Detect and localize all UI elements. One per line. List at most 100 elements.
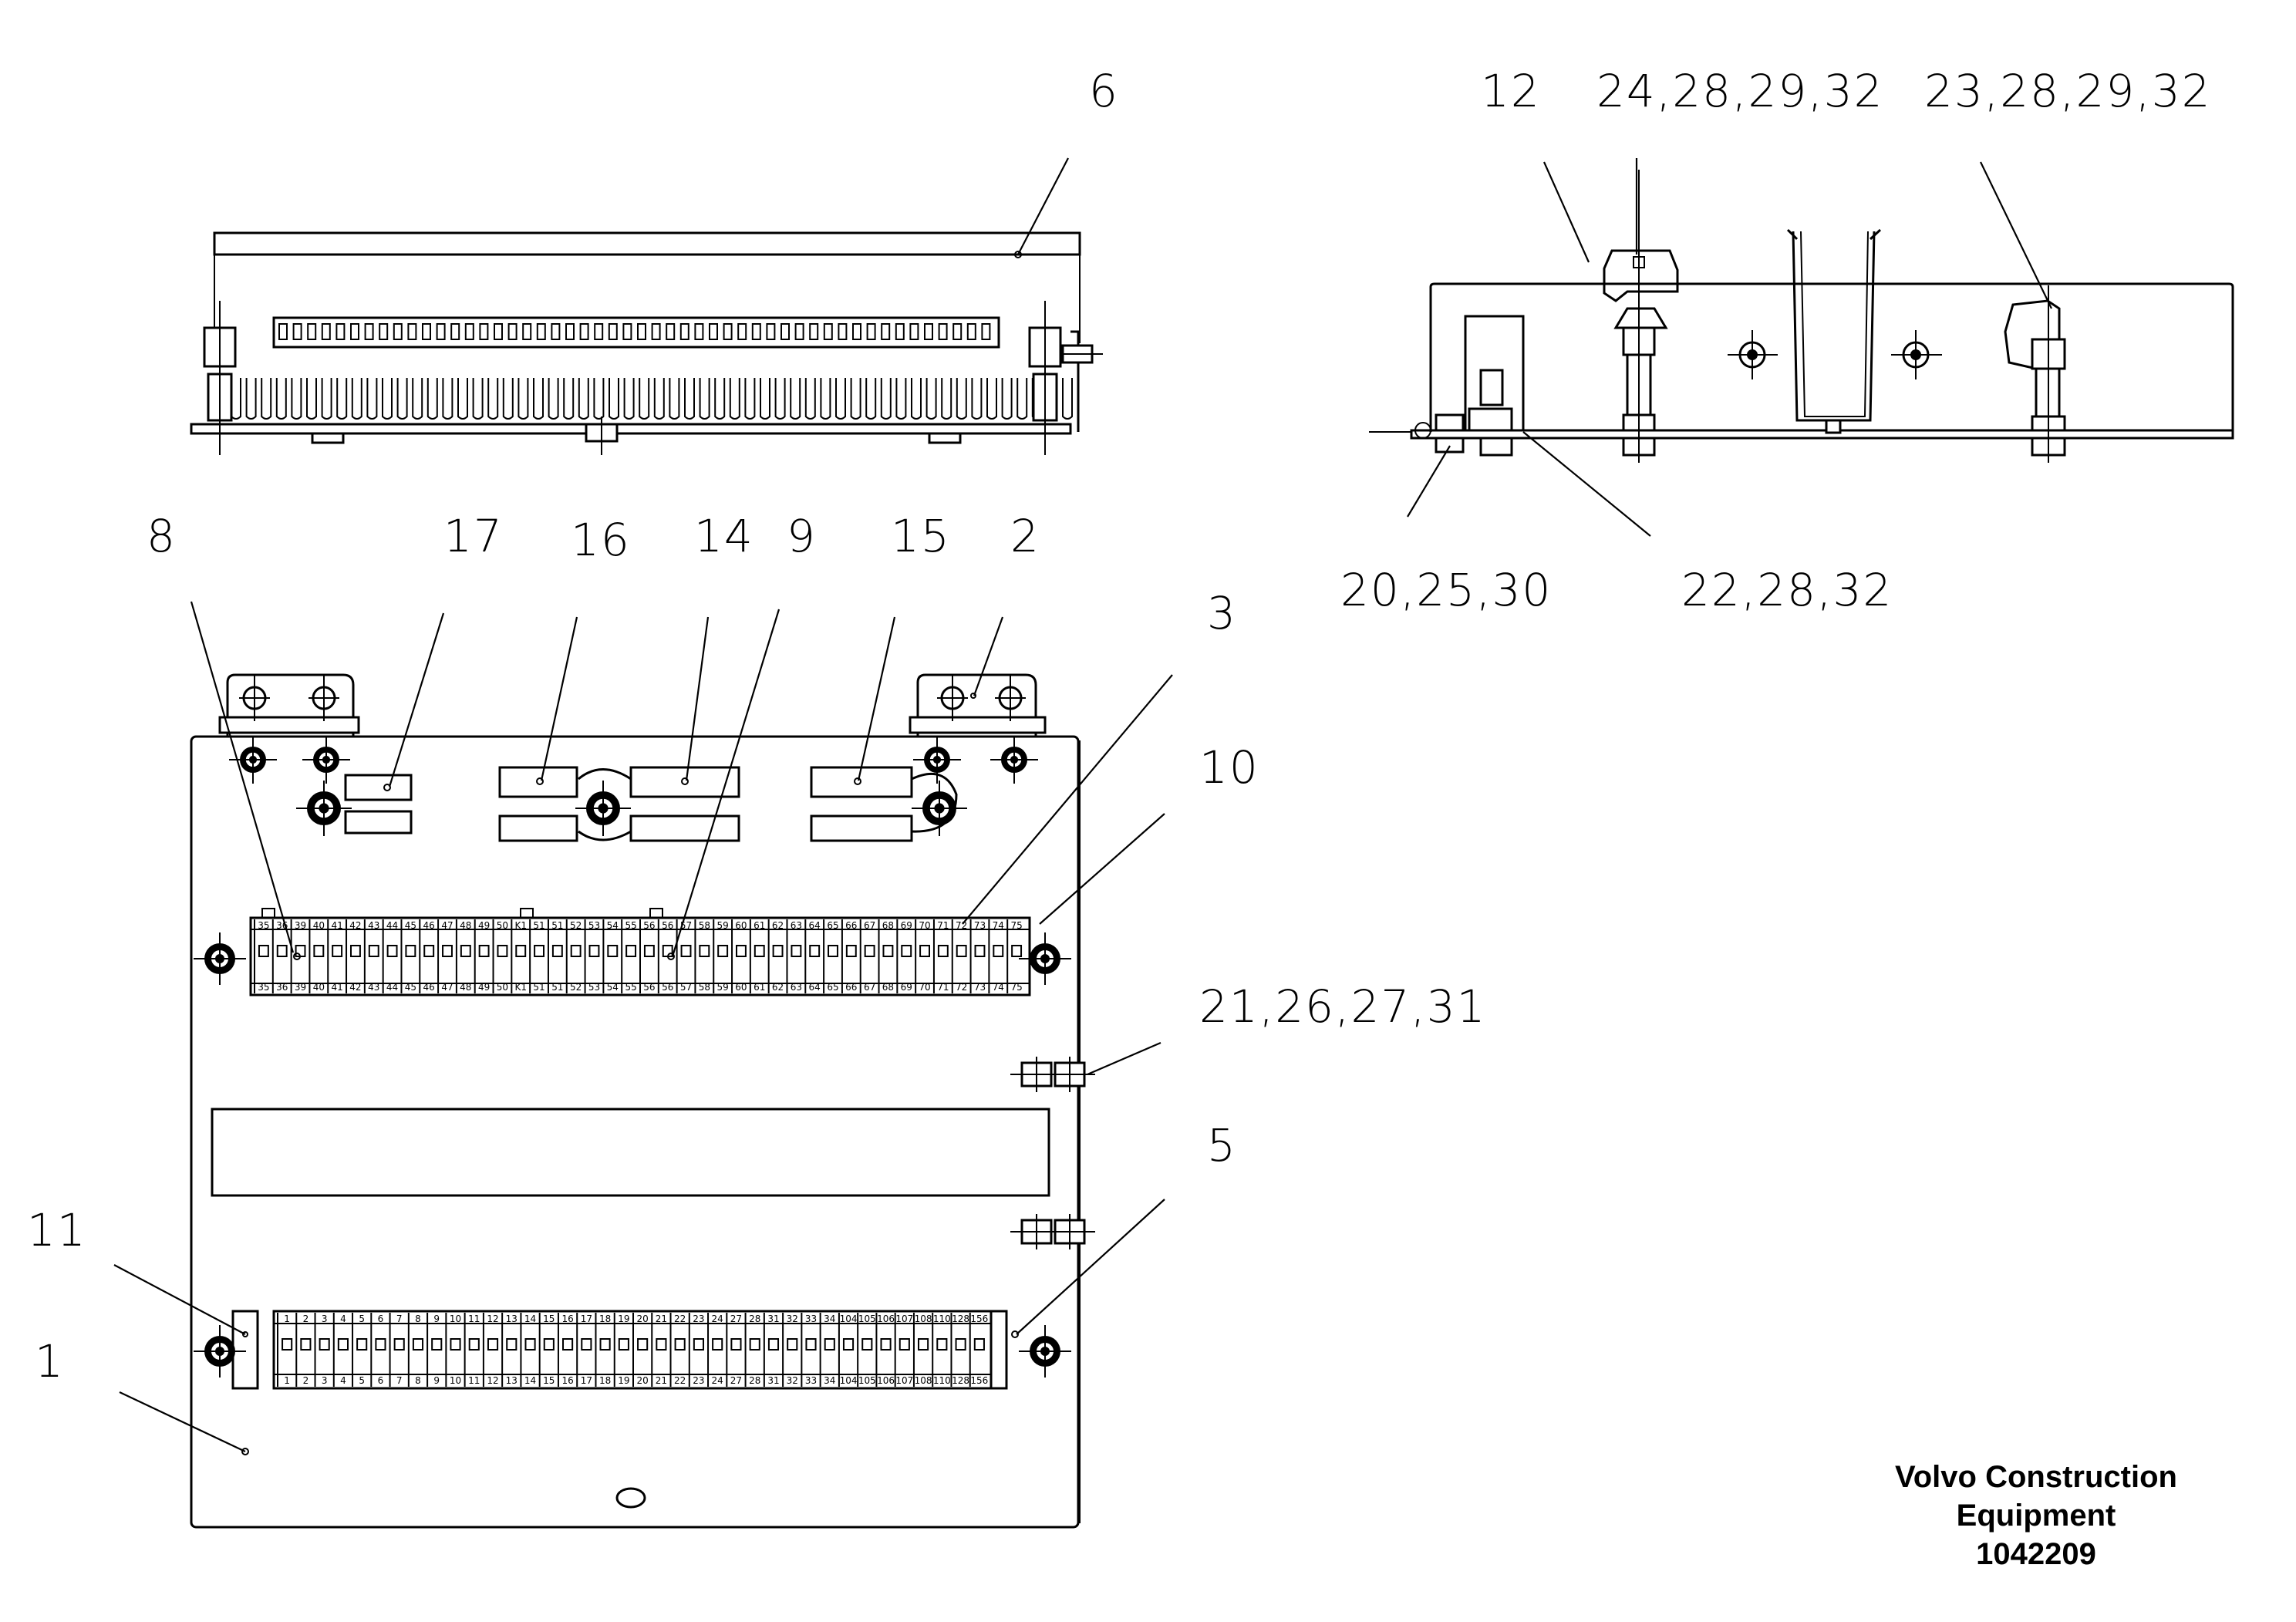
rail-slot bbox=[278, 323, 288, 340]
comb-fin bbox=[457, 378, 468, 420]
terminal-label-bottom: 2 bbox=[303, 1375, 309, 1386]
terminal-label-top: 1 bbox=[284, 1313, 290, 1324]
terminal-label-bottom: 41 bbox=[332, 982, 343, 993]
comb-fin bbox=[306, 378, 317, 420]
terminal-label-bottom: 57 bbox=[680, 982, 692, 993]
rail-slot bbox=[307, 323, 317, 340]
comb-fin bbox=[366, 378, 378, 420]
comb-fin bbox=[850, 378, 861, 420]
rail-screw bbox=[1019, 932, 1071, 985]
callout-21-26-27-31: 21,26,27,31 bbox=[1199, 980, 1487, 1033]
comb-fin bbox=[729, 378, 740, 420]
terminal-label-top: 28 bbox=[749, 1313, 760, 1324]
comb-fin bbox=[623, 378, 635, 420]
terminal-label-bottom: 5 bbox=[359, 1375, 365, 1386]
terminal-lower-4: 55 bbox=[352, 1313, 368, 1387]
din-rail-profile bbox=[1786, 228, 1882, 434]
terminal-label-bottom: 50 bbox=[497, 982, 508, 993]
hinge-screw bbox=[990, 736, 1038, 784]
terminal-label-top: 65 bbox=[827, 920, 838, 931]
terminal-label-bottom: 8 bbox=[415, 1375, 421, 1386]
terminal-upper-38: 72 72 bbox=[951, 919, 967, 993]
terminal-label-bottom: 18 bbox=[599, 1375, 611, 1386]
comb-fin bbox=[321, 378, 332, 420]
comb-fin bbox=[593, 378, 605, 420]
rail-slot bbox=[551, 323, 561, 340]
terminal-label-top: 72 bbox=[956, 920, 967, 931]
terminal-label-top: 27 bbox=[730, 1313, 742, 1324]
terminal-label-top: 56 bbox=[643, 920, 655, 931]
terminal-label-top: 54 bbox=[607, 920, 619, 931]
terminal-label-top: 106 bbox=[877, 1313, 895, 1324]
terminal-label-bottom: 39 bbox=[295, 982, 306, 993]
terminal-label-top: 2 bbox=[303, 1313, 309, 1324]
callout-20-25-30: 20,25,30 bbox=[1340, 564, 1552, 616]
rail-screw bbox=[194, 1325, 246, 1378]
terminal-label-bottom: 62 bbox=[772, 982, 784, 993]
rail-slot bbox=[881, 323, 891, 340]
comb-fin bbox=[351, 378, 362, 420]
comb-fin bbox=[518, 378, 529, 420]
right-post bbox=[1028, 301, 1103, 455]
terminal-label-bottom: 28 bbox=[749, 1375, 760, 1386]
comb-fin bbox=[275, 378, 287, 420]
terminal-label-top: 56 bbox=[662, 920, 673, 931]
bolt-upper bbox=[1010, 1057, 1095, 1092]
terminal-label-bottom: 72 bbox=[956, 982, 967, 993]
rail-slot bbox=[464, 323, 474, 340]
comb-fin bbox=[245, 378, 257, 420]
terminal-label-top: 34 bbox=[824, 1313, 835, 1324]
terminal-label-bottom: 40 bbox=[313, 982, 325, 993]
rail-screw bbox=[194, 932, 246, 985]
rail-slot bbox=[794, 323, 804, 340]
terminal-label-top: 58 bbox=[699, 920, 710, 931]
terminal-label-top: 11 bbox=[468, 1313, 480, 1324]
comb-fin bbox=[1001, 378, 1013, 420]
terminal-label-bottom: 45 bbox=[405, 982, 416, 993]
relay-15 bbox=[810, 766, 958, 842]
terminal-label-top: 3 bbox=[322, 1313, 328, 1324]
terminal-label-bottom: 24 bbox=[712, 1375, 723, 1386]
comb-fin bbox=[684, 378, 695, 420]
wire-duct bbox=[211, 1108, 1050, 1197]
terminal-label-bottom: 67 bbox=[864, 982, 875, 993]
terminal-label-top: 16 bbox=[561, 1313, 573, 1324]
rail-slot bbox=[952, 323, 963, 340]
terminal-label-top: 49 bbox=[478, 920, 490, 931]
callout-22-28-32: 22,28,32 bbox=[1681, 564, 1893, 616]
rail-slot bbox=[565, 323, 575, 340]
rail-slot bbox=[393, 323, 403, 340]
terminal-label-top: 8 bbox=[415, 1313, 421, 1324]
relay-screw bbox=[912, 781, 967, 836]
hinge-screw bbox=[302, 736, 350, 784]
callout-14: 14 bbox=[694, 510, 754, 562]
comb-fin bbox=[699, 378, 710, 420]
terminal-label-top: 15 bbox=[543, 1313, 555, 1324]
terminal-label-bottom: 19 bbox=[618, 1375, 629, 1386]
comb-fin bbox=[412, 378, 423, 420]
terminal-label-bottom: 63 bbox=[791, 982, 802, 993]
comb-fin bbox=[714, 378, 726, 420]
callout-24-28-29-32: 24,28,29,32 bbox=[1596, 65, 1884, 117]
rail-slot bbox=[450, 323, 460, 340]
rail-slot bbox=[666, 323, 676, 340]
clip-terminal-left bbox=[1603, 170, 1679, 463]
terminal-strip-upper: 3535363639394040414142424343444445454646… bbox=[249, 908, 1031, 996]
rail-slot bbox=[479, 323, 489, 340]
rail-slot bbox=[809, 323, 819, 340]
